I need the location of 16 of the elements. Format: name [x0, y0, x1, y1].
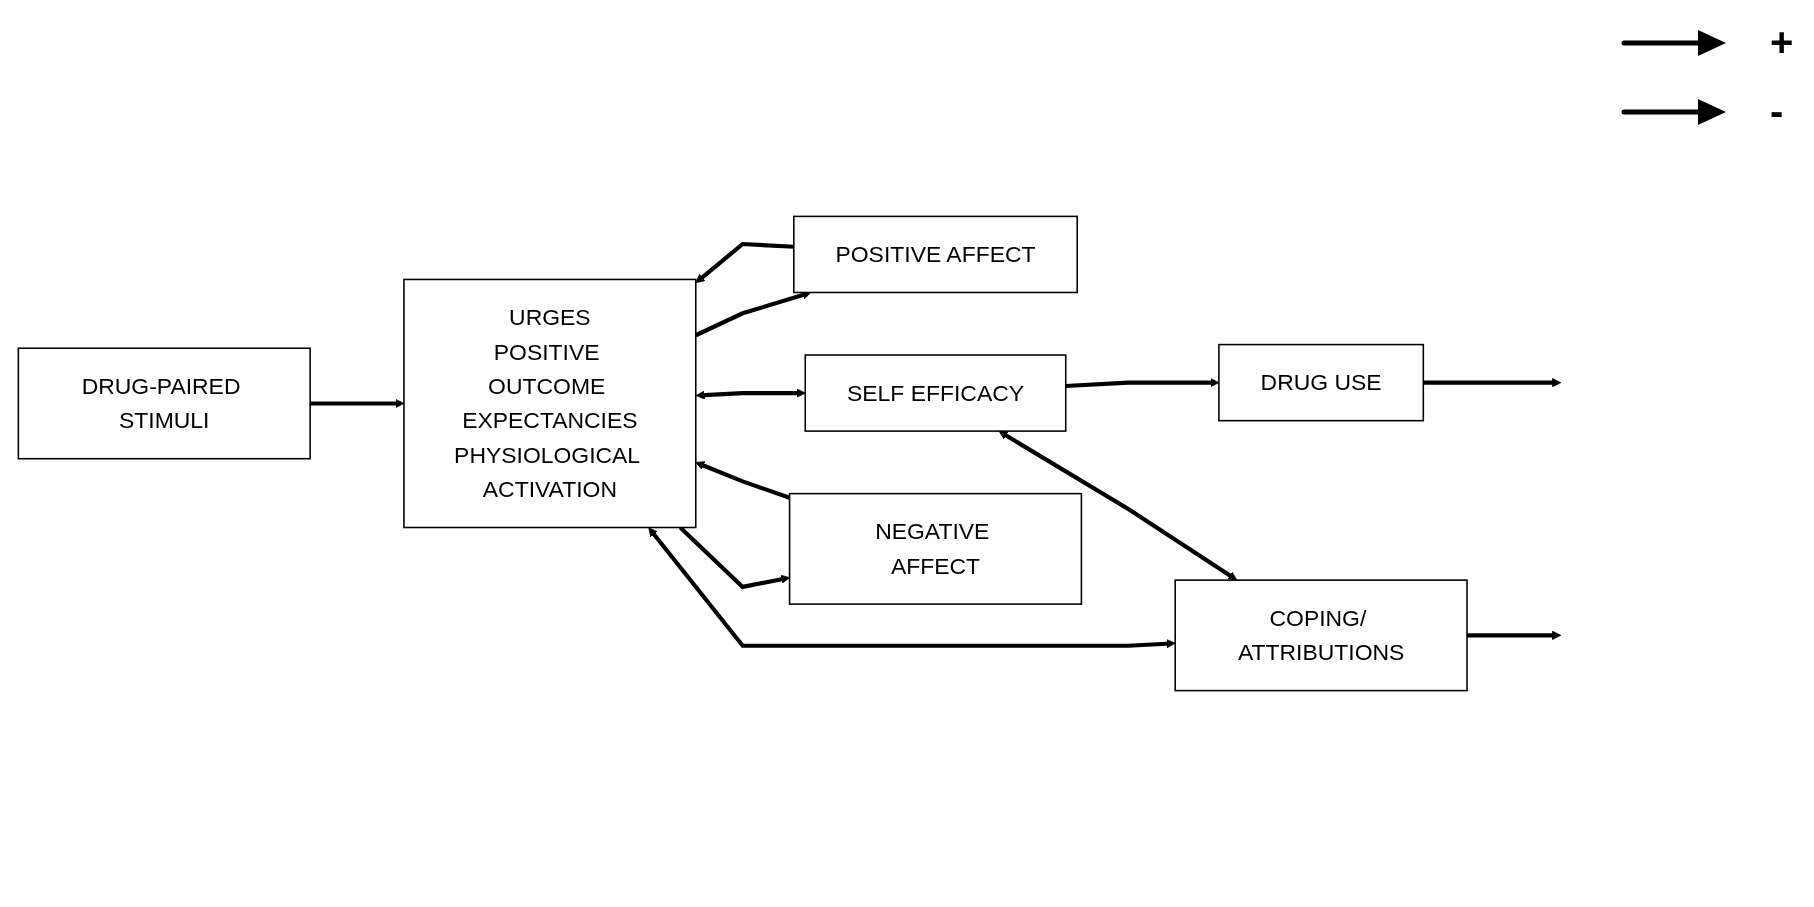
arrow [695, 388, 806, 400]
node-box: URGES POSITIVE OUTCOME EXPECTANCIES PHYSIOLOGICAL ACTIVATION [403, 278, 697, 529]
node-box: DRUG-PAIRED STIMULI [17, 347, 311, 460]
node-box: POSITIVE AFFECT [793, 215, 1078, 294]
arrow [1467, 630, 1562, 640]
legend-text: - [1770, 89, 1784, 134]
node-box: DRUG USE [1218, 343, 1425, 422]
arrow [998, 430, 1238, 581]
node-box: SELF EFFICACY [804, 354, 1067, 432]
arrow [695, 241, 794, 284]
legend-text: + [1770, 20, 1794, 65]
arrow [648, 527, 1176, 649]
arrow [1423, 378, 1562, 388]
node-box: COPING/ ATTRIBUTIONS [1174, 579, 1468, 692]
node-box: NEGATIVE AFFECT [788, 492, 1083, 605]
arrow [678, 526, 790, 590]
